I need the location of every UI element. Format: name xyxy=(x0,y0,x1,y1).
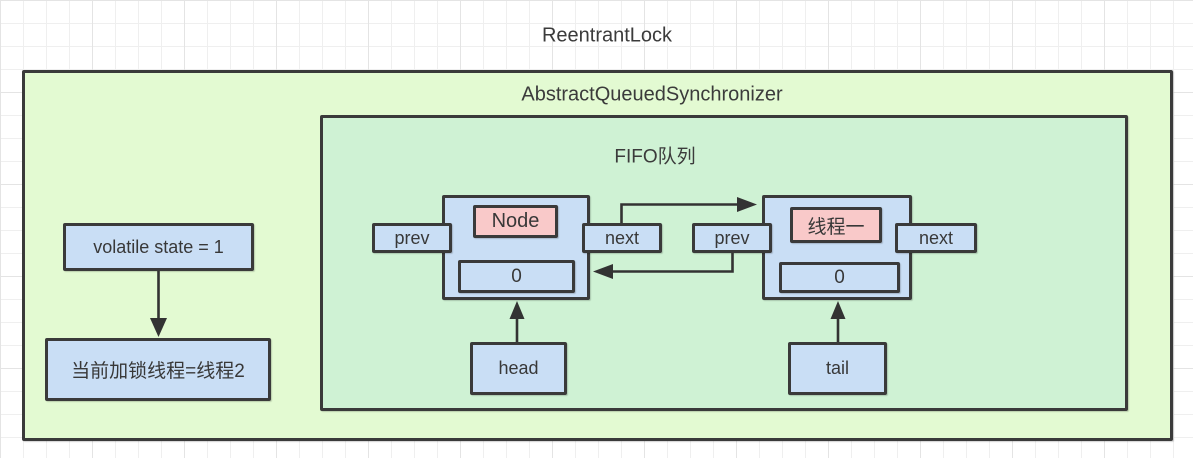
node1-next-tab: next xyxy=(582,223,662,253)
node1-prev-label: prev xyxy=(394,227,430,248)
owner-thread-text: 当前加锁线程=线程2 xyxy=(71,361,245,382)
node2-title: 线程一 xyxy=(807,216,865,238)
volatile-state-text: volatile state = 1 xyxy=(93,236,224,257)
head-label: head xyxy=(498,358,539,378)
node1-title-box: Node xyxy=(473,205,558,238)
head-pointer-box: head xyxy=(470,342,567,395)
node1-waitstatus-box: 0 xyxy=(458,260,575,293)
node2-prev-label: prev xyxy=(714,227,750,248)
tail-label: tail xyxy=(825,358,849,378)
node1-next-label: next xyxy=(604,227,640,248)
node2-next-tab: next xyxy=(895,223,977,253)
node1-title: Node xyxy=(491,210,540,232)
node1-prev-tab: prev xyxy=(372,223,452,253)
diagram-title: ReentrantLock xyxy=(541,24,673,47)
volatile-state-box: volatile state = 1 xyxy=(63,223,254,271)
node1-waitstatus: 0 xyxy=(511,265,522,287)
owner-thread-box: 当前加锁线程=线程2 xyxy=(45,338,271,401)
node2-prev-tab: prev xyxy=(692,223,772,253)
fifo-label: FIFO队列 xyxy=(614,146,696,168)
node2-waitstatus-box: 0 xyxy=(779,262,900,293)
node2-next-label: next xyxy=(918,227,954,248)
node2-title-box: 线程一 xyxy=(790,207,882,243)
aqs-label: AbstractQueuedSynchronizer xyxy=(521,83,783,106)
tail-pointer-box: tail xyxy=(788,342,887,395)
node2-waitstatus: 0 xyxy=(834,266,845,288)
